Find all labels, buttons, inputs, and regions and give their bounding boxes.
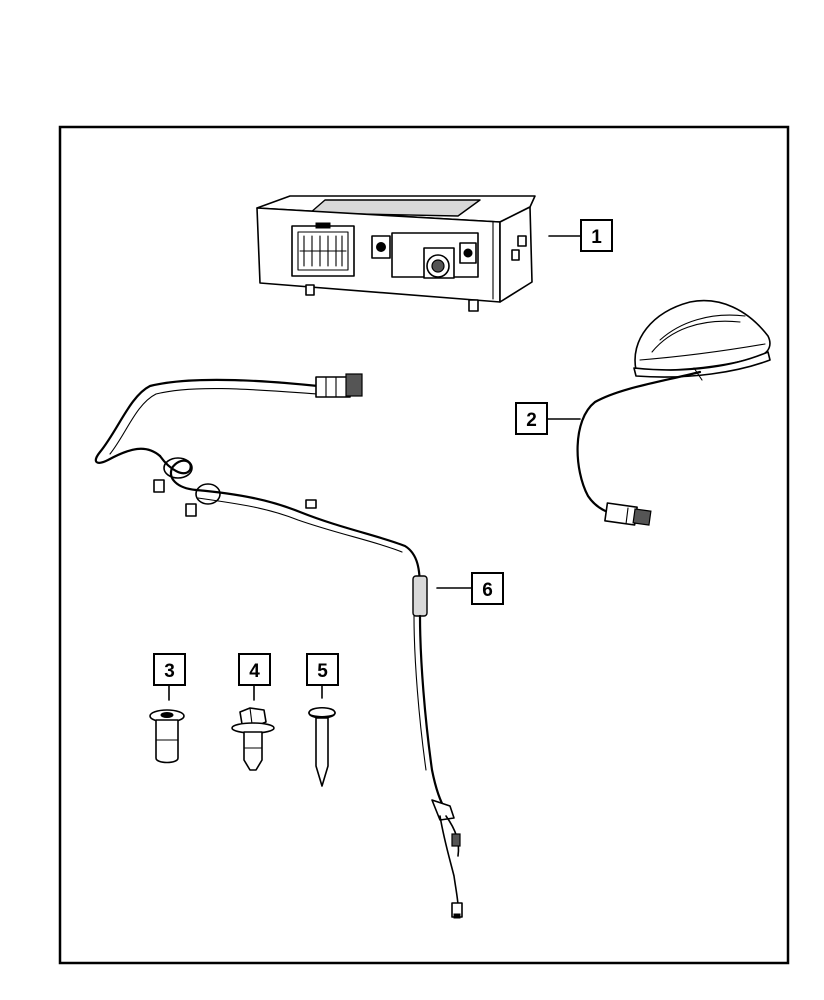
callout-5-label: 5 — [317, 661, 328, 682]
push-pin-illustration — [149, 709, 185, 764]
callout-6-label: 6 — [482, 580, 493, 601]
hex-bolt-illustration — [231, 707, 275, 771]
callout-1: 1 — [580, 219, 613, 252]
module-illustration — [256, 195, 536, 312]
screw-illustration — [308, 706, 336, 787]
callout-6: 6 — [471, 572, 504, 605]
callout-2-label: 2 — [526, 410, 537, 431]
callout-5: 5 — [306, 653, 339, 686]
callout-3: 3 — [153, 653, 186, 686]
callout-2: 2 — [515, 402, 548, 435]
callout-4: 4 — [238, 653, 271, 686]
callout-3-label: 3 — [164, 661, 175, 682]
callout-4-label: 4 — [249, 661, 260, 682]
diagram-frame — [58, 125, 790, 965]
antenna-illustration — [576, 299, 771, 526]
callout-1-label: 1 — [591, 227, 602, 248]
wiring-harness-illustration — [94, 373, 463, 919]
